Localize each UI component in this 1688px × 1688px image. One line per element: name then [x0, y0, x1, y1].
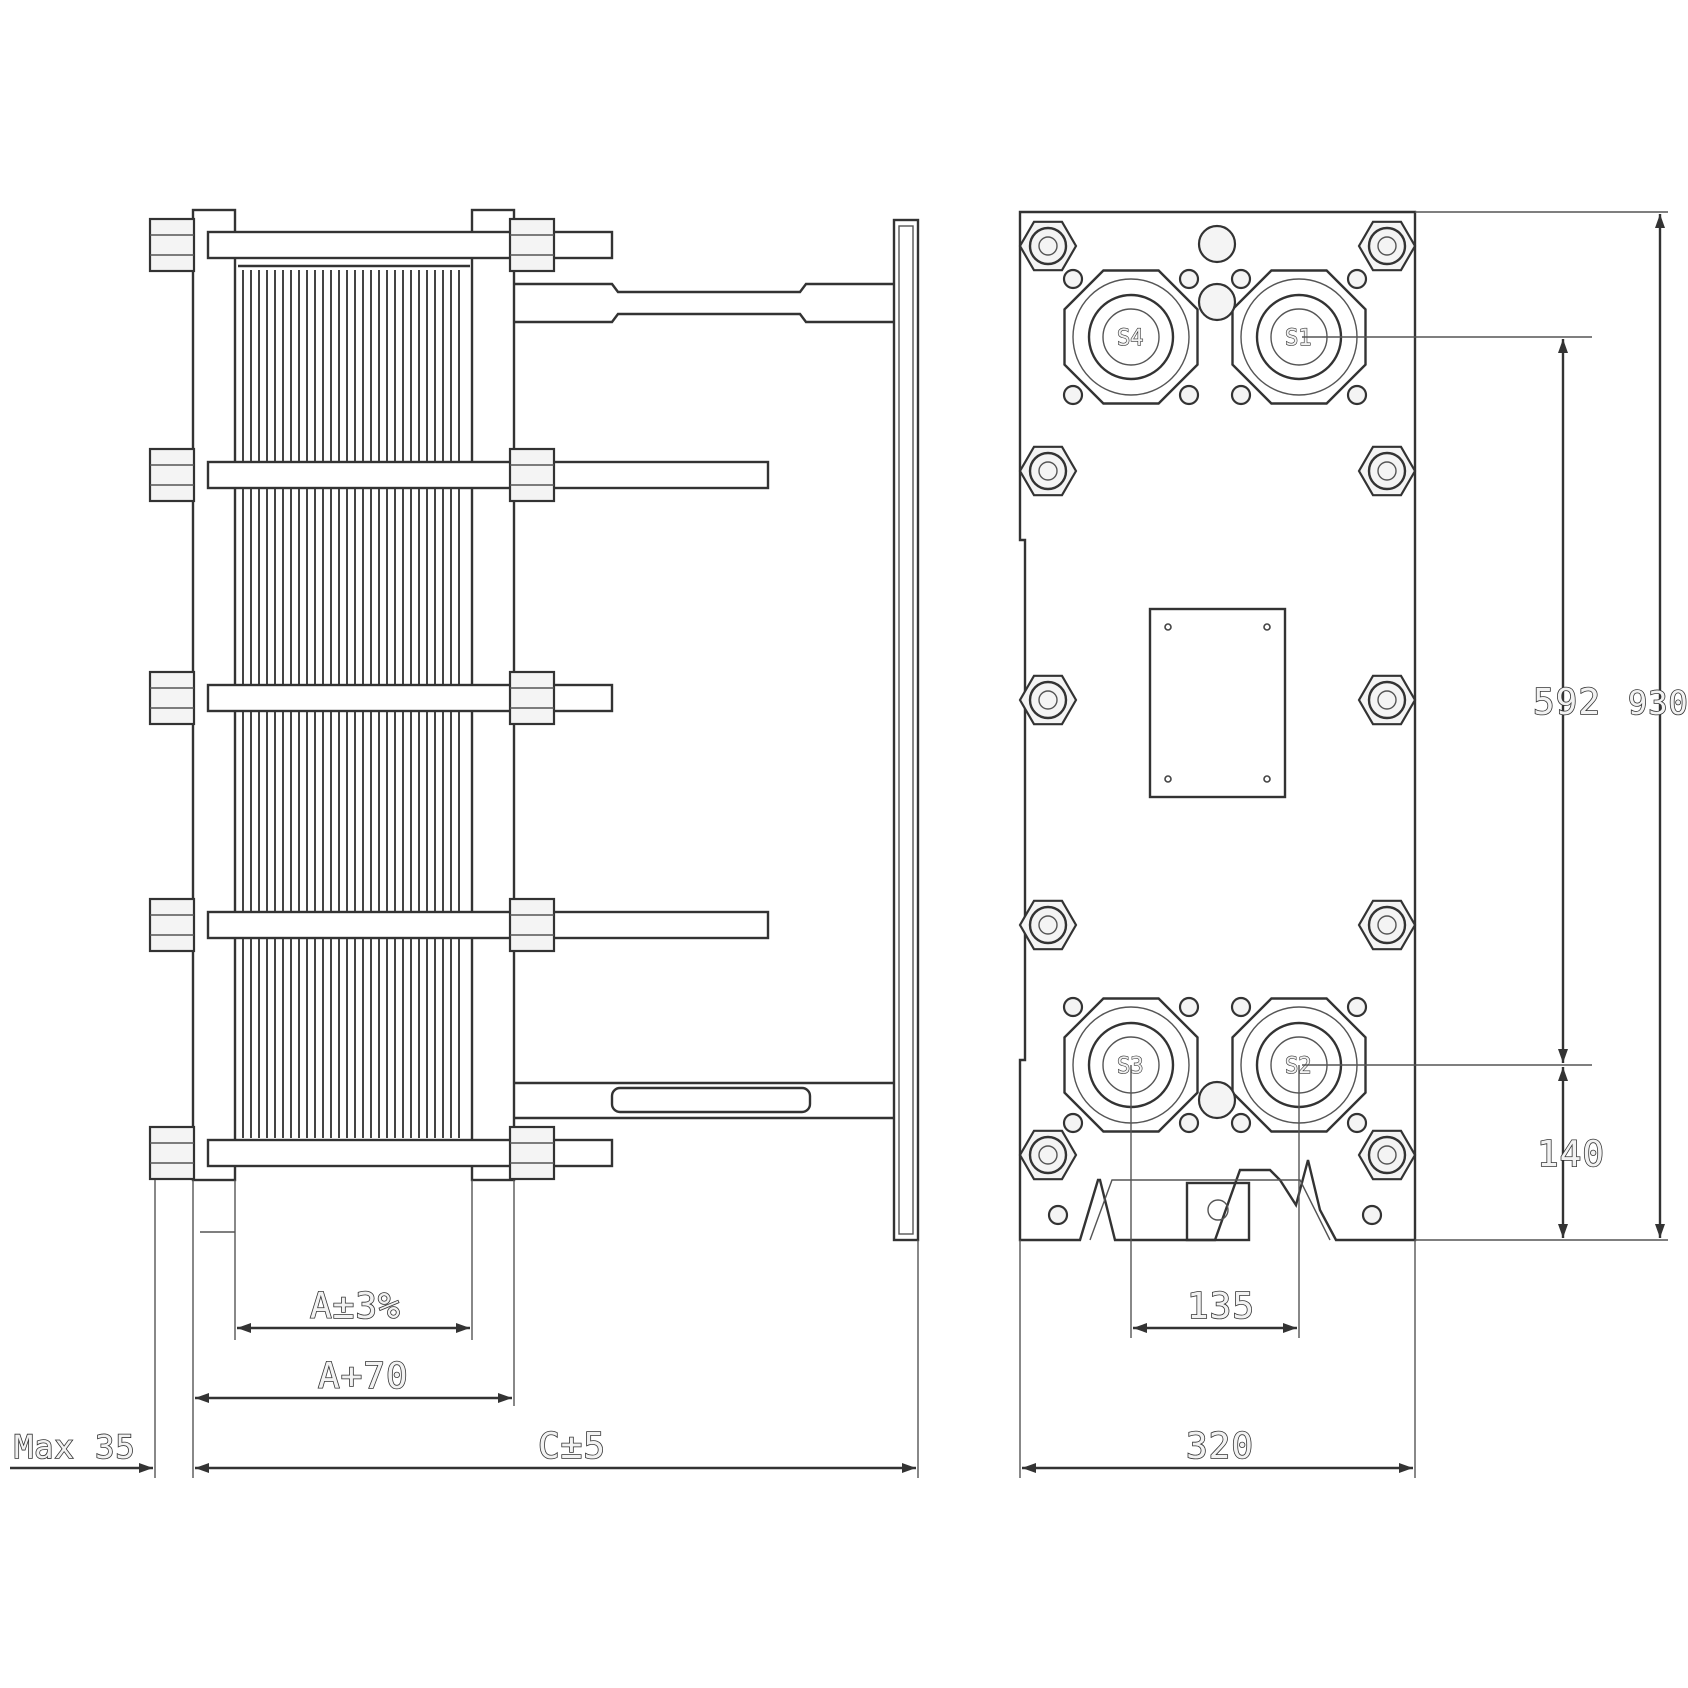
- name-plate: [1148, 607, 1287, 799]
- front-tie-bolts: [1018, 220, 1417, 1226]
- dim-bottom-label: 140: [1537, 1134, 1605, 1175]
- locating-pin: [1361, 1204, 1383, 1226]
- dim-port-spacing-label: 135: [1187, 1286, 1255, 1327]
- tie-bolt-head: [1018, 445, 1078, 497]
- tie-bolt-nut: [508, 1125, 556, 1181]
- tie-bolt-head: [1357, 220, 1417, 272]
- dim-outer-label: A+70: [318, 1356, 409, 1397]
- dim-port-vertical-label: 592: [1533, 682, 1601, 723]
- port-flange: S4: [1062, 268, 1200, 406]
- tie-bolt-head: [1018, 899, 1078, 951]
- dim-inner-label: A±3%: [310, 1286, 401, 1327]
- tie-bolt-head: [1018, 220, 1078, 272]
- locating-pin: [1047, 1204, 1069, 1226]
- support-column: [892, 218, 920, 1242]
- dim-length-label: C±5: [538, 1426, 606, 1467]
- tie-bolt-nuts: [148, 217, 556, 1181]
- tie-bolt-head: [1357, 445, 1417, 497]
- port-label: S4: [1117, 326, 1144, 351]
- tie-bolt-head: [1357, 899, 1417, 951]
- side-extension-lines: [154, 1180, 919, 1478]
- tie-bolt-nut: [508, 217, 556, 273]
- tie-bolt-nut: [148, 670, 196, 726]
- dim-width-label: 320: [1186, 1426, 1254, 1467]
- carrying-bars: [206, 230, 770, 1168]
- tie-bolt-nut: [148, 897, 196, 953]
- tie-bolt-nut: [148, 447, 196, 503]
- tie-bolt-nut: [508, 670, 556, 726]
- center-bosses: [1197, 224, 1237, 1120]
- tie-bolt-nut: [508, 897, 556, 953]
- guide-rails: [514, 282, 894, 1120]
- dim-max-label: Max 35: [14, 1428, 136, 1466]
- port-label: S1: [1285, 326, 1312, 351]
- tie-bolt-nut: [148, 217, 196, 273]
- front-dimension-lines: [1022, 214, 1665, 1473]
- tie-bolt-nut: [508, 447, 556, 503]
- tie-bolt-head: [1357, 1129, 1417, 1181]
- front-extension-lines: [1019, 211, 1668, 1478]
- tie-bolt-head: [1018, 674, 1078, 726]
- side-dimension-lines: [10, 1323, 916, 1473]
- side-view: A±3% A+70 C±5 Max 35: [10, 208, 920, 1478]
- foot-block: [1185, 1181, 1251, 1242]
- tie-bolt-head: [1357, 674, 1417, 726]
- tie-bolt-head: [1018, 1129, 1078, 1181]
- port-label: S2: [1285, 1054, 1312, 1079]
- dim-total-height-label: 930: [1628, 684, 1688, 722]
- tie-bolt-nut: [148, 1125, 196, 1181]
- port-label: S3: [1117, 1054, 1144, 1079]
- port-flange: S1: [1230, 268, 1368, 406]
